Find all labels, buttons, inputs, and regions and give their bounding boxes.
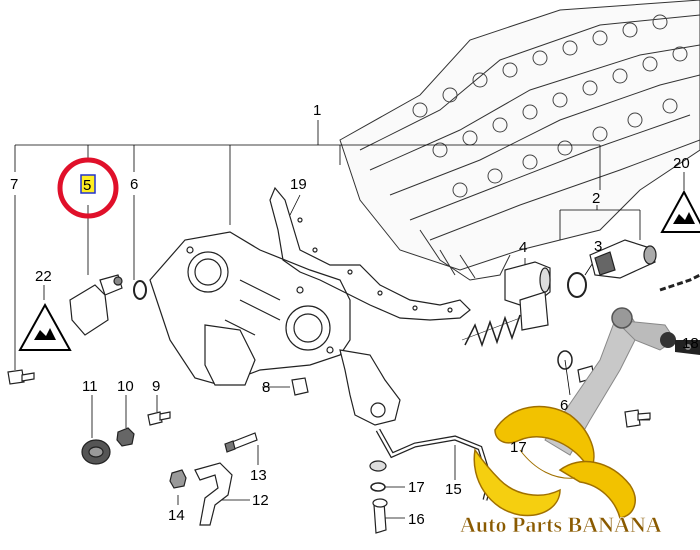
- callout-2: 2: [592, 190, 600, 207]
- cylinder-head: [339, 0, 700, 281]
- callout-7: 7: [10, 176, 18, 193]
- callout-18: 18: [682, 335, 699, 352]
- callout-13: 13: [250, 467, 267, 484]
- callout-16: 16: [408, 511, 425, 528]
- bolt-7: [7, 369, 35, 385]
- grommet-11: [81, 439, 111, 465]
- callout-5: 5: [83, 177, 91, 194]
- banjo-bolt-16: [372, 498, 388, 534]
- callout-8: 8: [262, 379, 270, 396]
- callout-12: 12: [252, 492, 269, 509]
- piston-4: [504, 261, 551, 331]
- callout-11: 11: [82, 378, 98, 395]
- callout-10: 10: [117, 378, 134, 395]
- highlight-ring: [57, 157, 119, 219]
- callout-1: 1: [313, 102, 321, 119]
- solenoid-valve-2: [589, 239, 657, 279]
- callout-labels: 1 2 3 4 5 6 6 7 8 9 10 11 12 13 14 15 16…: [10, 102, 699, 528]
- callout-6b: 6: [560, 397, 568, 414]
- callout-17: 17: [408, 479, 425, 496]
- highlight-box: [80, 174, 96, 194]
- banana-logo-icon: [473, 405, 636, 519]
- callout-4: 4: [519, 239, 527, 256]
- callout-20: 20: [673, 155, 690, 172]
- callout-14: 14: [168, 507, 185, 524]
- callout-17b: 17: [510, 439, 527, 456]
- callout-6: 6: [130, 176, 138, 193]
- stud-13: [224, 432, 258, 453]
- bracket-12: [194, 462, 233, 526]
- watermark-text: Auto Parts BANANA: [460, 512, 662, 537]
- nut-8: [291, 377, 309, 396]
- spring: [461, 314, 521, 348]
- callout-22: 22: [35, 268, 52, 285]
- nut-10: [116, 427, 135, 447]
- bolt-9: [147, 411, 171, 426]
- callout-15: 15: [445, 481, 462, 498]
- gasket-19: [269, 186, 471, 321]
- vanos-housing: [149, 231, 401, 426]
- callout-9: 9: [152, 378, 160, 395]
- warning-triangle-icon: [660, 189, 700, 233]
- o-ring-6: [133, 280, 147, 300]
- seal-17: [370, 482, 386, 492]
- callout-3: 3: [594, 238, 602, 255]
- seal-ring-3: [567, 272, 587, 298]
- nut-14: [169, 469, 187, 489]
- sensor-5: [69, 274, 123, 336]
- callout-19: 19: [290, 176, 307, 193]
- warning-triangle-icon: [18, 302, 72, 351]
